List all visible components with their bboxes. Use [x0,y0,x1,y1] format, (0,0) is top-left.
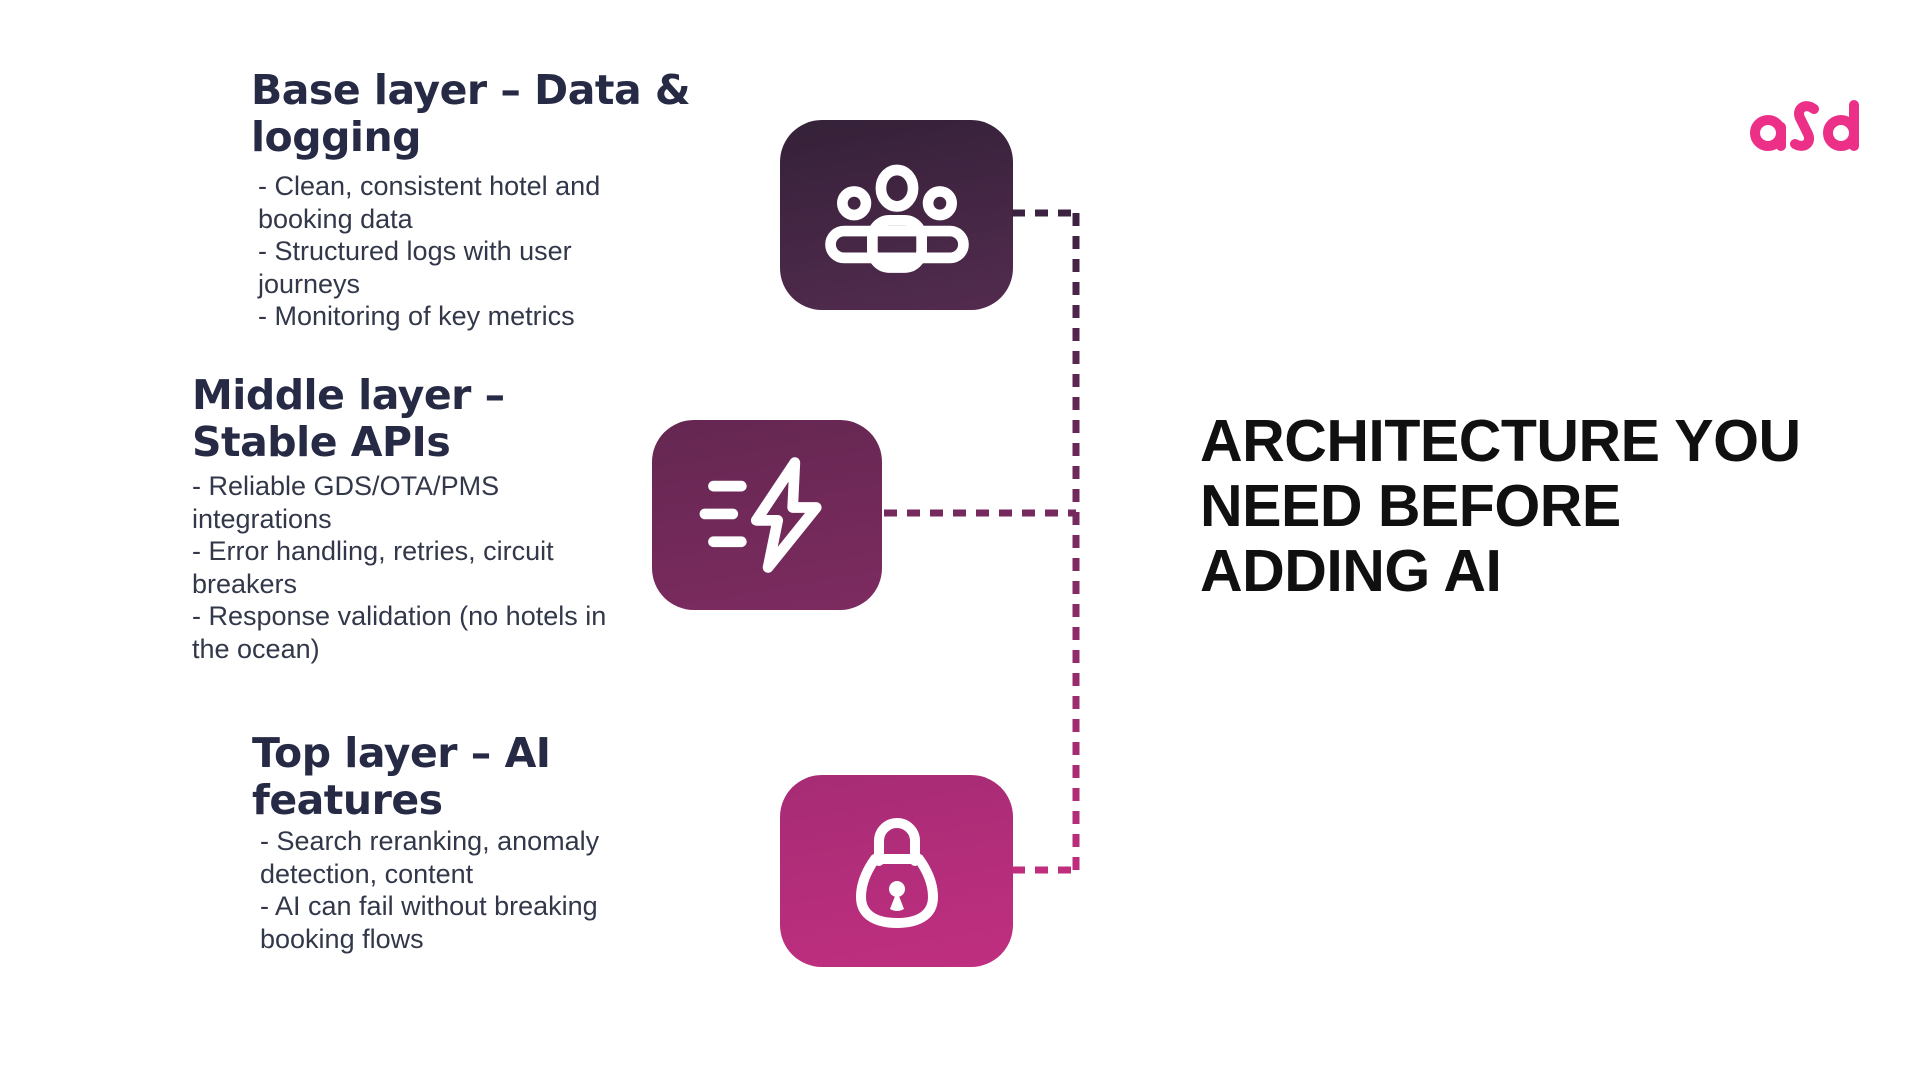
connector-lines [884,209,1080,874]
base-layer-heading-line1: Base layer – Data & [251,66,691,114]
base-layer-heading-line2: logging [251,113,422,161]
top-layer-heading: Top layer – AI features [252,730,551,824]
asd-logo [1750,100,1859,151]
bullet-item: - Response validation (no hotels in the … [192,601,607,664]
bullet-item: - Monitoring of key metrics [258,301,575,331]
bullet-item: - Clean, consistent hotel and booking da… [258,171,601,234]
page-title-line1: ARCHITECTURE YOU [1200,408,1801,474]
base-layer-bullets: - Clean, consistent hotel and booking da… [258,170,658,333]
lock-icon [855,818,938,928]
speed-bolt-icon [699,457,822,573]
top-layer-bullets: - Search reranking, anomaly detection, c… [260,825,660,955]
page-title-line2: NEED BEFORE [1200,473,1621,539]
page-title: ARCHITECTURE YOU NEED BEFORE ADDING AI [1200,409,1801,604]
middle-layer-heading-line2: Stable APIs [192,418,451,466]
middle-layer-bullets: - Reliable GDS/OTA/PMS integrations - Er… [192,470,642,665]
page-title-line3: ADDING AI [1200,538,1502,604]
base-layer-icon-card [780,120,1013,310]
top-layer-heading-line1: Top layer – AI [252,729,551,777]
bullet-item: - AI can fail without breaking booking f… [260,891,598,954]
middle-layer-heading-line1: Middle layer – [192,371,505,419]
middle-layer-heading: Middle layer – Stable APIs [192,372,505,466]
top-layer-icon-card [780,775,1013,967]
bullet-item: - Structured logs with user journeys [258,236,572,299]
bullet-item: - Reliable GDS/OTA/PMS integrations [192,471,500,534]
base-layer-heading: Base layer – Data & logging [251,66,691,161]
middle-layer-icon-card [652,420,882,610]
bullet-item: - Error handling, retries, circuit break… [192,536,554,599]
team-icon [824,164,969,273]
top-layer-heading-line2: features [252,776,443,824]
bullet-item: - Search reranking, anomaly detection, c… [260,826,600,889]
